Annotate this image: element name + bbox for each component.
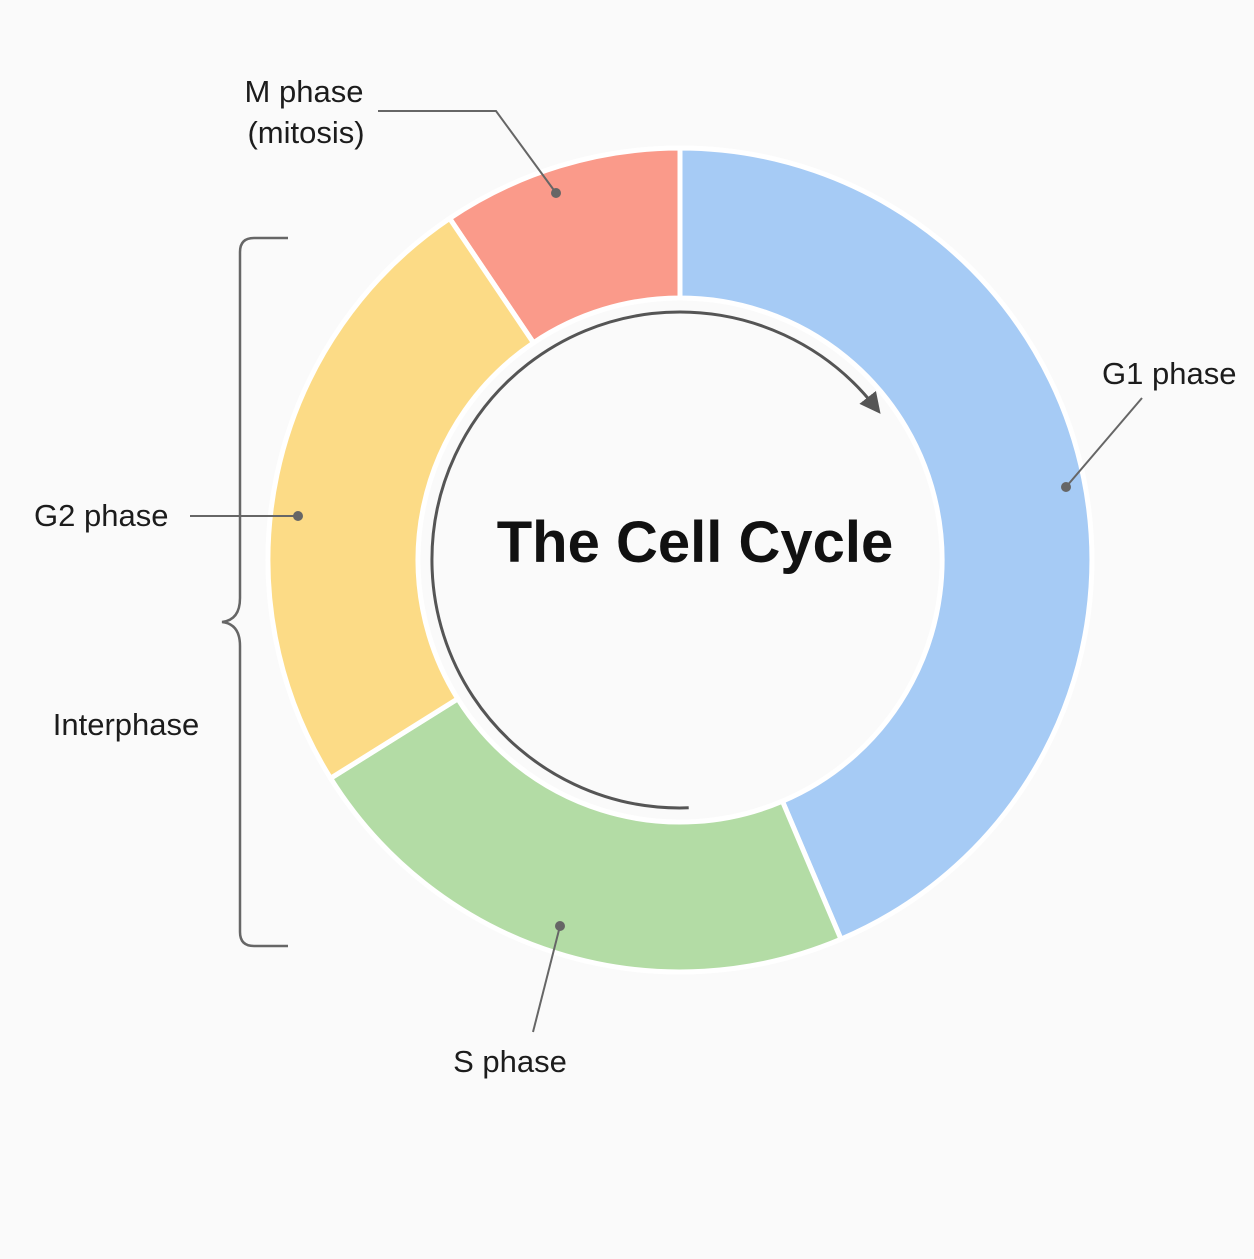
g1-phase-leader-dot — [1061, 482, 1071, 492]
g1-phase-label: G1 phase — [1102, 356, 1236, 391]
m-phase-label-line2: (mitosis) — [247, 115, 364, 150]
s-phase-label: S phase — [453, 1044, 567, 1079]
s-phase-segment — [327, 695, 845, 975]
g2-phase-label: G2 phase — [34, 498, 168, 533]
s-phase-leader-dot — [555, 921, 565, 931]
g2-phase-leader-dot — [293, 511, 303, 521]
m-phase-leader-line — [378, 110, 557, 194]
interphase-label: Interphase — [53, 707, 200, 742]
interphase-bracket — [221, 236, 288, 948]
diagram-title: The Cell Cycle — [497, 510, 893, 575]
m-phase-leader-dot — [551, 188, 561, 198]
g1-phase-segment — [677, 145, 1095, 943]
s-phase-leader-line — [532, 925, 561, 1033]
cycle-direction-arrow — [430, 310, 881, 810]
g2-phase-segment — [265, 214, 537, 782]
g1-phase-leader-line — [1065, 397, 1143, 488]
m-phase-label-line1: M phase — [245, 74, 364, 109]
